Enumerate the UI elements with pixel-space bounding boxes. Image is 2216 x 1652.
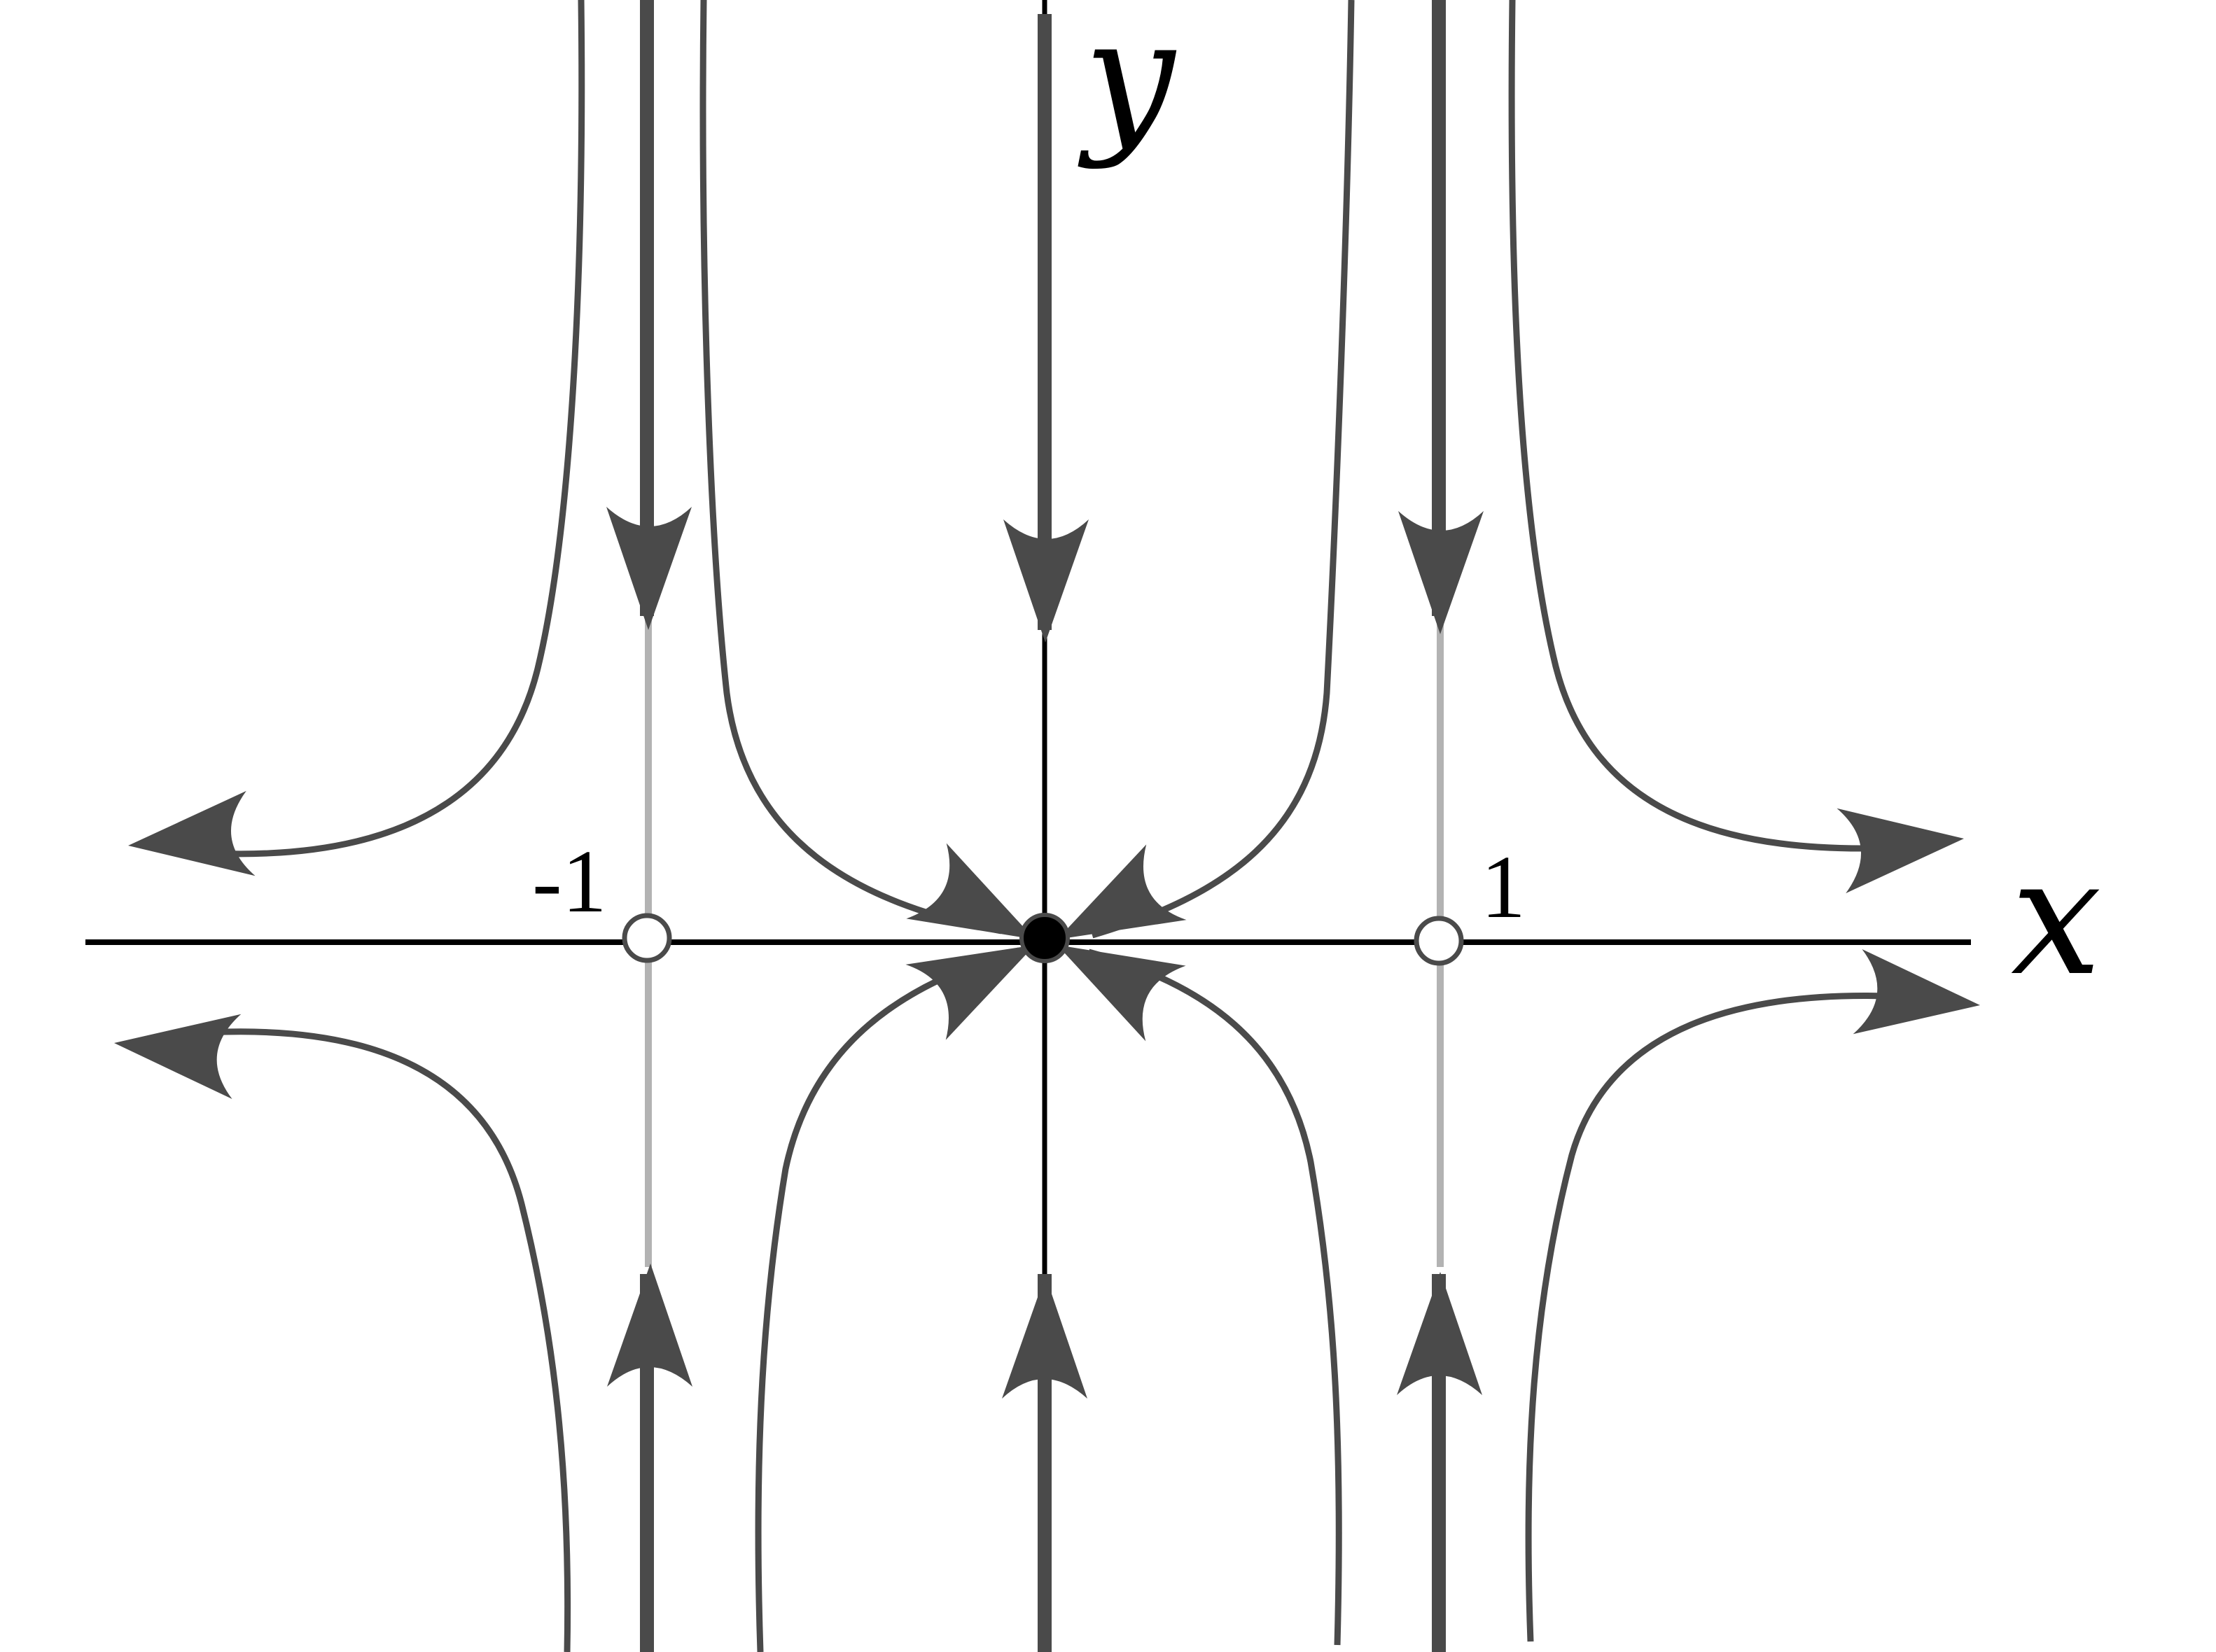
- arrowhead-curve-lower-far-left: [109, 1001, 242, 1100]
- trajectories: [174, 0, 1919, 1652]
- y-axis-label: y: [1078, 0, 1177, 172]
- trajectory-upper-far-left: [185, 0, 585, 858]
- arrowhead-curve-upper-far-left: [123, 790, 256, 889]
- x-axis-label: x: [2011, 825, 2102, 1011]
- tick-label-pos-one: 1: [1481, 837, 1526, 937]
- trajectory-lower-far-left: [174, 1028, 571, 1652]
- trajectory-upper-far-right: [1508, 0, 1912, 852]
- open-point-right: [1414, 916, 1464, 966]
- trajectory-lower-inner-right: [1087, 948, 1342, 1646]
- tick-label-neg-one: -1: [532, 832, 607, 931]
- trajectory-upper-inner-right: [1091, 0, 1355, 939]
- open-point-left: [622, 913, 672, 963]
- trajectory-lower-far-right: [1525, 993, 1919, 1642]
- trajectory-upper-inner-left: [699, 0, 1002, 934]
- filled-point-origin: [1019, 913, 1070, 963]
- trajectory-lower-inner-left: [755, 947, 1020, 1652]
- arrowhead-curve-upper-far-right: [1837, 795, 1969, 894]
